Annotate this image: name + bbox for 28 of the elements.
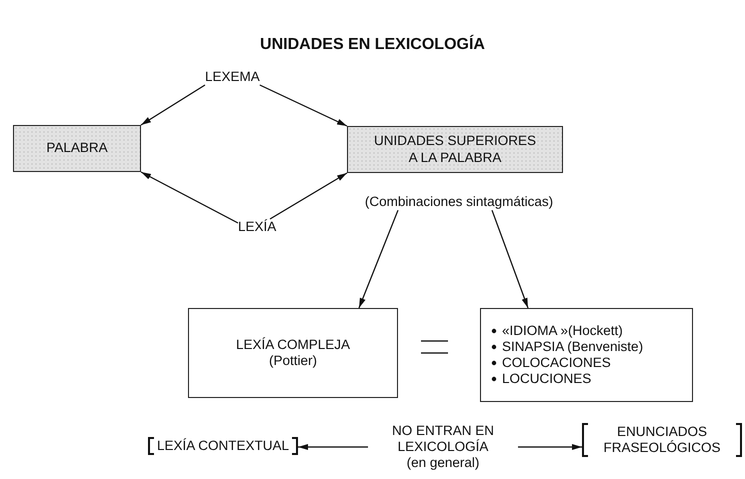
- box-label: UNIDADES SUPERIORES A LA PALABRA: [372, 133, 538, 166]
- arrow: [270, 172, 348, 220]
- arrow: [140, 84, 206, 126]
- box-label: LEXÍA COMPLEJA: [236, 336, 350, 353]
- arrow: [298, 444, 368, 450]
- text-box: [188, 308, 398, 398]
- node-label: (Combinaciones sintagmáticas): [330, 194, 588, 210]
- arrow: [140, 171, 238, 224]
- arrow: [358, 210, 399, 308]
- bracketed-label: ENUNCIADOS FRASEOLÓGICOS: [582, 423, 742, 458]
- list-item: LOCUCIONES: [502, 371, 592, 388]
- subtitle: (en general): [406, 455, 480, 472]
- box-label: PALABRA: [46, 140, 108, 157]
- node-label: LEXEMA: [205, 69, 260, 86]
- text-box: [480, 308, 693, 402]
- box-label: NO ENTRAN EN LEXICOLOGÍA: [390, 423, 495, 456]
- list-item: «IDIOMA »(Hockett): [502, 322, 623, 339]
- list-item: COLOCACIONES: [502, 355, 611, 372]
- arrow: [260, 84, 348, 127]
- list-item: SINAPSIA (Benveniste): [502, 338, 644, 355]
- bracketed-label: LEXÍA CONTEXTUAL: [148, 437, 298, 456]
- shaded-box: [13, 125, 141, 172]
- arrow: [491, 210, 529, 308]
- node-label: LEXÍA: [238, 219, 276, 236]
- diagram-title: UNIDADES EN LEXICOLOGÍA: [259, 36, 486, 54]
- shaded-box: [347, 126, 563, 173]
- arrow: [518, 444, 582, 450]
- subtitle: (Pottier): [268, 353, 317, 370]
